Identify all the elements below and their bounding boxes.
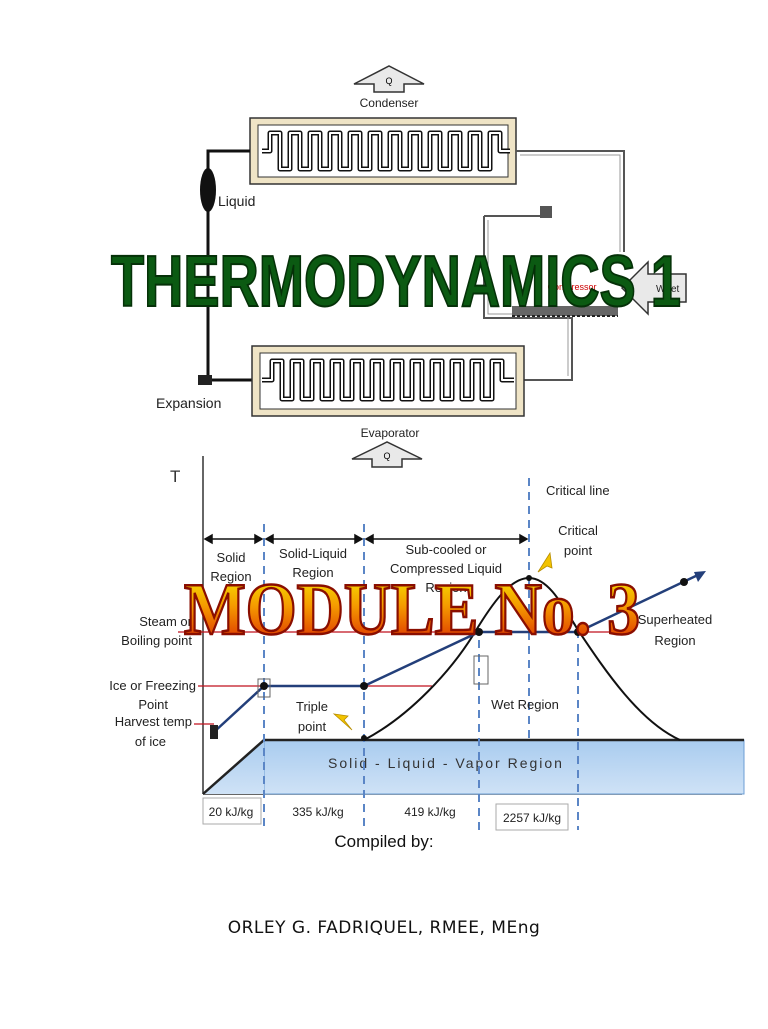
- ice-block-icon: [210, 725, 218, 739]
- author-name: ORLEY G. FADRIQUEL, RMEE, MEng: [227, 918, 541, 938]
- subcooled-label-1: Sub-cooled or: [406, 542, 488, 557]
- superheated-label-1: Superheated: [638, 612, 712, 627]
- heat-in-label: Q: [383, 451, 390, 461]
- expansion-valve-icon: [198, 375, 212, 385]
- t-axis-label: T: [170, 467, 180, 486]
- slv-region-label: Solid - Liquid - Vapor Region: [328, 755, 564, 771]
- phase-diagram: T Solid - Liquid - Vapor Region Solid Re…: [109, 456, 745, 831]
- compressor-label: Compressor: [547, 282, 596, 292]
- ice-point-label-2: Point: [138, 697, 168, 712]
- receiver-tank: [200, 168, 216, 212]
- compressor-unit: Compressor: [512, 206, 618, 317]
- condenser-label: Condenser: [360, 96, 419, 110]
- energy-label-vaporization: 2257 kJ/kg: [503, 811, 561, 825]
- module-number: MODULE No. 3: [184, 569, 640, 651]
- refrigeration-cycle-diagram: Q Condenser Liquid Expansion Compressor: [156, 65, 687, 468]
- expansion-label: Expansion: [156, 395, 221, 411]
- triple-point-label-2: point: [298, 719, 327, 734]
- solid-region-label-1: Solid: [217, 550, 246, 565]
- work-label: Wnet: [656, 284, 680, 295]
- steam-point-label-2: Boiling point: [121, 633, 192, 648]
- subcooled-label-2: Compressed Liquid: [390, 561, 502, 576]
- solid-liquid-label-1: Solid-Liquid: [279, 546, 347, 561]
- solid-liquid-label-2: Region: [292, 565, 333, 580]
- evaporator-coil: [251, 345, 525, 417]
- ice-point-label-1: Ice or Freezing: [109, 678, 196, 693]
- condenser-coil: [249, 117, 517, 185]
- critical-point-label-2: point: [564, 543, 593, 558]
- energy-label-solid: 20 kJ/kg: [209, 805, 254, 819]
- critical-point-label-1: Critical: [558, 523, 598, 538]
- heat-out-label: Q: [385, 76, 392, 86]
- steam-point-label-1: Steam or: [139, 614, 192, 629]
- critical-line-label: Critical line: [546, 483, 610, 498]
- energy-label-liquid: 419 kJ/kg: [404, 805, 455, 819]
- superheated-label-2: Region: [654, 633, 695, 648]
- harvest-temp-label-2: of ice: [135, 734, 166, 749]
- triple-point-label-1: Triple: [296, 699, 328, 714]
- slv-region-band: [263, 739, 745, 795]
- heat-out-arrow-icon: Q: [353, 65, 425, 93]
- solid-region-label-2: Region: [210, 569, 251, 584]
- heat-in-arrow-icon: Q: [351, 441, 423, 468]
- liquid-label: Liquid: [218, 193, 255, 209]
- document-title: THERMODYNAMICS 1: [111, 242, 681, 322]
- harvest-temp-label-1: Harvest temp: [115, 714, 192, 729]
- work-input-arrow-icon: Wnet: [620, 260, 687, 316]
- wet-region-label: Wet Region: [491, 697, 559, 712]
- evaporator-label: Evaporator: [361, 426, 420, 440]
- subcooled-label-3: Region: [425, 580, 466, 595]
- compiled-by-label: Compiled by:: [334, 832, 434, 851]
- energy-label-fusion: 335 kJ/kg: [292, 805, 343, 819]
